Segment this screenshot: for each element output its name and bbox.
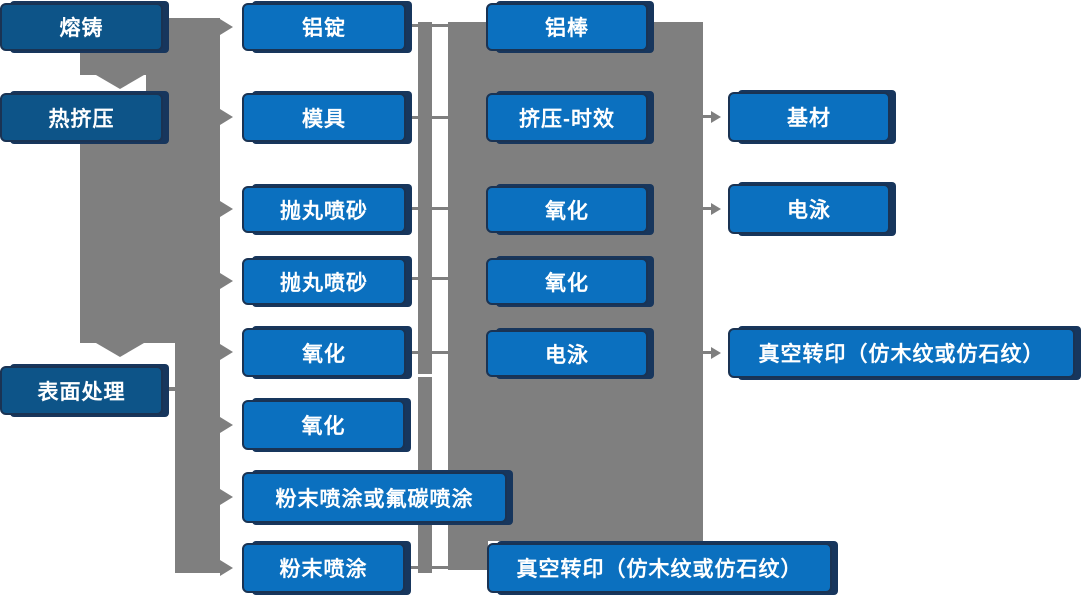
flow-band-left-lower (175, 343, 220, 573)
stub-row3-right (432, 207, 448, 210)
node-base-material: 基材 (728, 92, 890, 142)
node-electrophoresis-1: 电泳 (486, 330, 648, 377)
node-oxidation-4: 氧化 (486, 258, 648, 305)
stub-row3-left (406, 207, 418, 210)
stub-row5-left (406, 351, 418, 354)
node-shot-blasting-2: 抛丸喷砂 (242, 258, 406, 305)
stem-to-vacuum-transfer (703, 351, 712, 354)
node-mold: 模具 (242, 93, 406, 142)
right-arrowhead-oxidation-1 (220, 344, 233, 360)
node-powder-or-fluorocarbon: 粉末喷涂或氟碳喷涂 (242, 472, 507, 523)
down-arrowhead-to-hot-extrusion (96, 75, 144, 89)
node-aluminum-rod: 铝棒 (486, 3, 648, 51)
stub-row4-left (406, 277, 418, 280)
stub-row2-left (406, 116, 418, 119)
right-arrowhead-oxidation-2 (220, 417, 233, 433)
node-extrusion-aging: 挤压-时效 (486, 93, 648, 142)
stub-row5-right (432, 351, 448, 354)
node-shot-blasting-1: 抛丸喷砂 (242, 186, 406, 233)
flow-hub-block-tab (448, 541, 488, 570)
node-oxidation-3: 氧化 (486, 186, 648, 233)
stub-row8-left (406, 566, 418, 569)
right-arrowhead-powder-coating (220, 560, 233, 576)
right-arrowhead-powder-or-fluorocarbon (220, 489, 233, 505)
stub-row2-right (432, 116, 448, 119)
node-electrophoresis-2: 电泳 (728, 184, 890, 234)
node-aluminum-ingot: 铝锭 (242, 3, 406, 51)
right-arrowhead-vacuum-transfer (711, 347, 721, 359)
node-oxidation-1: 氧化 (242, 328, 406, 377)
node-melting-casting: 熔铸 (0, 3, 163, 51)
right-arrowhead-mold (220, 109, 233, 125)
flow-band-left (80, 18, 220, 343)
node-oxidation-2: 氧化 (242, 400, 405, 450)
stub-row1-left (406, 24, 418, 27)
node-vacuum-transfer-print-2: 真空转印（仿木纹或仿石纹） (728, 328, 1075, 378)
right-arrowhead-electrophoresis (711, 203, 721, 215)
stub-row1-right (432, 24, 448, 27)
node-powder-coating: 粉末喷涂 (242, 543, 405, 593)
surface-treatment-connector (163, 387, 177, 391)
right-arrowhead-shot-blasting-1 (220, 201, 233, 217)
node-hot-extrusion: 热挤压 (0, 93, 163, 142)
stub-row4-right (432, 277, 448, 280)
node-vacuum-transfer-print-1: 真空转印（仿木纹或仿石纹） (487, 543, 832, 593)
down-arrowhead-to-surface-treatment (96, 343, 144, 357)
right-arrowhead-shot-blasting-2 (220, 273, 233, 289)
node-surface-treatment: 表面处理 (0, 366, 163, 415)
stem-to-electrophoresis (703, 207, 712, 210)
flow-bar-middle-upper (418, 22, 432, 374)
right-arrowhead-base-material (711, 111, 721, 123)
right-arrowhead-aluminum-ingot (220, 19, 233, 35)
stem-to-base-material (703, 115, 712, 118)
